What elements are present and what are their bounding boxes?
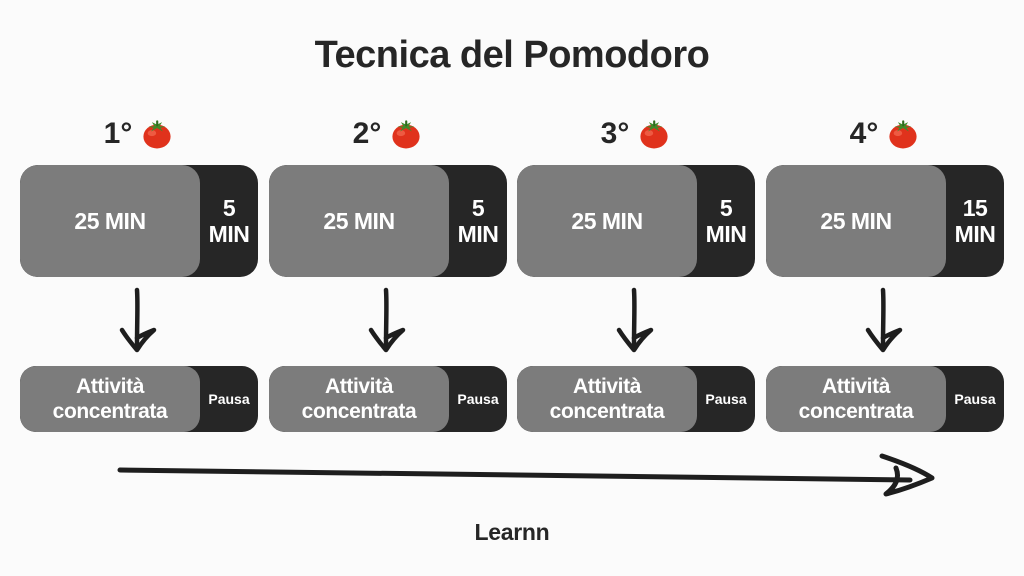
round-number: 4° xyxy=(849,117,879,150)
work-duration: 25 MIN xyxy=(323,207,395,234)
page-title: Tecnica del Pomodoro xyxy=(314,34,710,76)
round-number: 1° xyxy=(103,117,133,150)
round-header-4: 4° xyxy=(766,112,1004,156)
work-duration: 25 MIN xyxy=(571,207,643,234)
work-duration: 25 MIN xyxy=(820,207,892,234)
work-segment: 25 MIN xyxy=(20,165,200,277)
pause-segment: Pausa xyxy=(946,366,1004,432)
pause-segment: Pausa xyxy=(200,366,258,432)
pause-label: Pausa xyxy=(705,391,747,407)
tomato-icon xyxy=(640,120,668,149)
right-arrow-icon xyxy=(117,453,935,497)
work-segment: 25 MIN xyxy=(269,165,449,277)
tomato-icon xyxy=(143,120,171,149)
round-number: 3° xyxy=(600,117,630,150)
down-arrow-icon xyxy=(119,287,157,353)
round-header-1: 1° xyxy=(20,112,258,156)
pause-segment: Pausa xyxy=(697,366,755,432)
down-arrow-icon xyxy=(368,287,406,353)
work-segment: 25 MIN xyxy=(766,165,946,277)
round-header-3: 3° xyxy=(517,112,755,156)
pause-label: Pausa xyxy=(954,391,996,407)
pause-label: Pausa xyxy=(457,391,499,407)
down-arrow-icon xyxy=(616,287,654,353)
pause-segment: Pausa xyxy=(449,366,507,432)
round-number: 2° xyxy=(352,117,382,150)
tomato-icon xyxy=(392,120,420,149)
work-segment: 25 MIN xyxy=(517,165,697,277)
down-arrow-icon xyxy=(865,287,903,353)
brand-footer: Learnn xyxy=(474,519,550,545)
round-header-2: 2° xyxy=(269,112,507,156)
tomato-icon xyxy=(889,120,917,149)
pause-label: Pausa xyxy=(208,391,250,407)
work-duration: 25 MIN xyxy=(74,207,146,234)
